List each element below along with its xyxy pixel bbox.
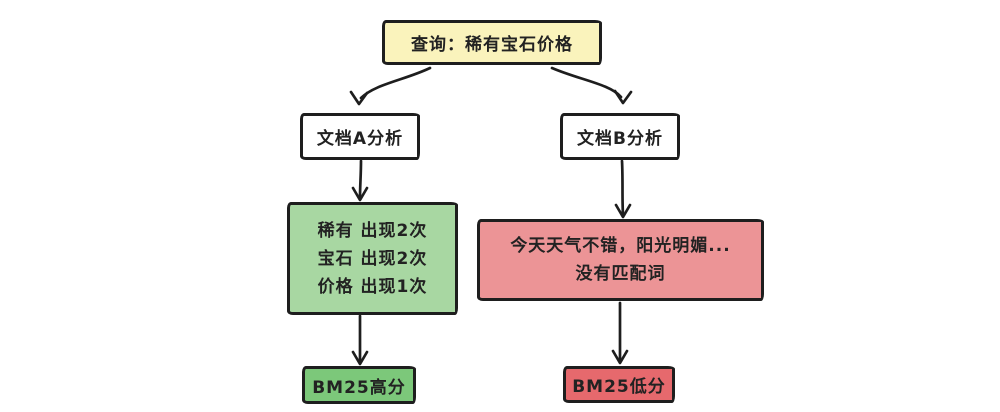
arrow-query-to-doc-a (359, 66, 432, 100)
bm25-high-score-node: BM25高分 (302, 366, 416, 404)
doc-b-content-line: 没有匹配词 (575, 264, 666, 284)
doc-a-match-line: 价格 出现1次 (317, 276, 428, 297)
arrowhead-result-b-to-score (611, 349, 629, 365)
doc-a-label: 文档A分析 (316, 129, 404, 149)
bm25-low-score-label: BM25低分 (572, 377, 666, 397)
query-node: 查询：稀有宝石价格 (382, 20, 602, 65)
arrowhead-doc-a-to-result (351, 186, 369, 202)
doc-a-match-line: 宝石 出现2次 (317, 248, 428, 269)
doc-b-content-node: 今天天气不错，阳光明媚... 没有匹配词 (477, 219, 764, 301)
doc-b-label: 文档B分析 (577, 129, 663, 149)
doc-a-node: 文档A分析 (300, 113, 420, 160)
doc-b-content-line: 今天天气不错，阳光明媚... (510, 236, 731, 256)
arrow-doc-b-to-result (620, 159, 625, 217)
arrowhead-query-to-doc-b (613, 89, 633, 105)
doc-a-matches-node: 稀有 出现2次 宝石 出现2次 价格 出现1次 (287, 202, 458, 315)
arrowhead-doc-b-to-result (614, 203, 632, 219)
query-label: 查询：稀有宝石价格 (411, 35, 573, 55)
arrow-doc-a-to-result (358, 159, 363, 200)
arrow-query-to-doc-b (550, 66, 623, 99)
doc-a-match-line: 稀有 出现2次 (317, 220, 428, 241)
arrowhead-query-to-doc-a (349, 90, 369, 106)
bm25-low-score-node: BM25低分 (563, 366, 675, 403)
bm25-high-score-label: BM25高分 (312, 377, 406, 398)
doc-b-node: 文档B分析 (560, 113, 680, 160)
arrowhead-result-a-to-score (351, 350, 369, 366)
